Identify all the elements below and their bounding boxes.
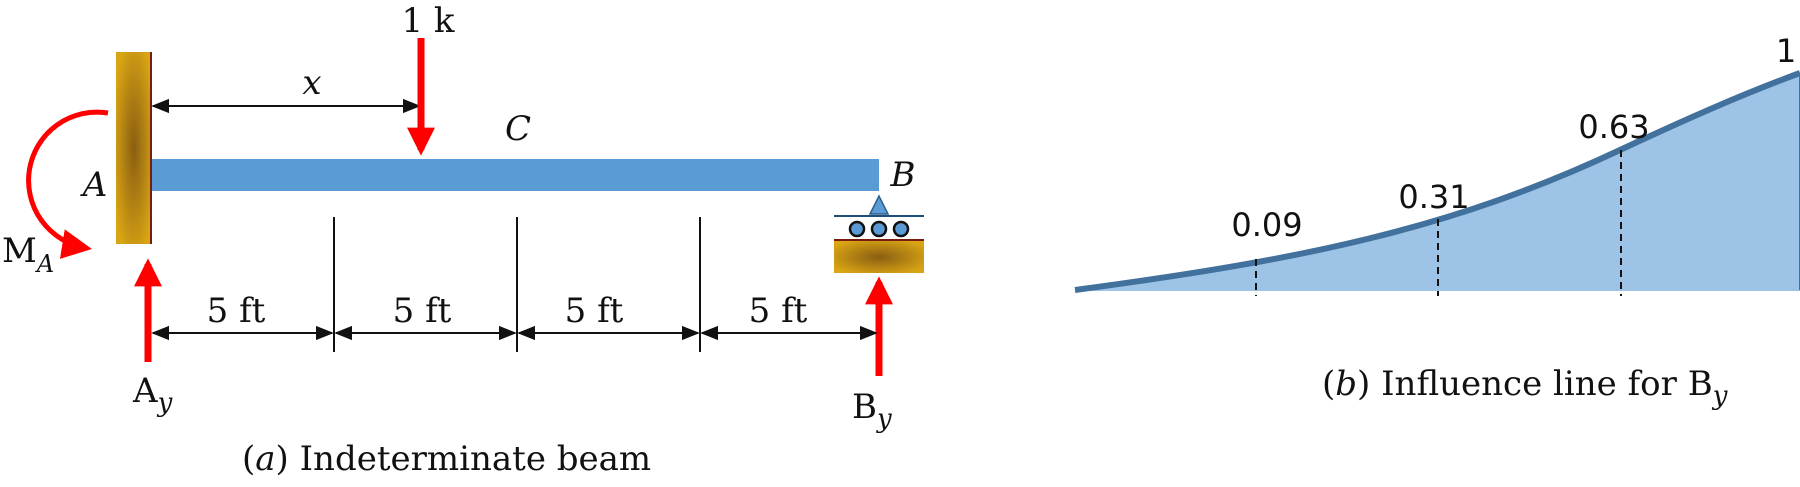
moment-arrow: [26, 109, 109, 259]
influence-curve: [1074, 70, 1800, 293]
ordinate-value: 0.63: [1578, 108, 1649, 146]
point-b-label: B: [890, 155, 916, 195]
ordinate-value: 0.09: [1231, 206, 1302, 244]
span-label: 5 ft: [393, 291, 452, 331]
moment-label: MA: [2, 231, 54, 278]
x-label: x: [302, 63, 321, 103]
caption-b: (b) Influence line for By: [1322, 364, 1728, 411]
span-label: 5 ft: [207, 291, 266, 331]
influence-area: [1075, 73, 1800, 290]
influence-line-diagram: 0.09 0.31 0.63 1 (b) Influence line for …: [1074, 32, 1800, 411]
reaction-b-label: By: [852, 387, 892, 434]
beam-diagram: x 1 k C A B MA Ay By 5 ft 5 ft 5 ft 5 ft…: [2, 1, 924, 479]
point-c-label: C: [505, 109, 531, 149]
ordinate-value: 1: [1776, 32, 1796, 70]
point-a-label: A: [80, 165, 108, 205]
span-label: 5 ft: [749, 291, 808, 331]
reaction-a-label: Ay: [132, 371, 173, 418]
roller-support: [834, 194, 924, 273]
fixed-support: [116, 52, 152, 244]
caption-a: (a) Indeterminate beam: [242, 439, 651, 479]
ordinate-value: 0.31: [1398, 178, 1469, 216]
beam: [152, 159, 879, 191]
load-label: 1 k: [401, 1, 454, 41]
span-label: 5 ft: [565, 291, 624, 331]
